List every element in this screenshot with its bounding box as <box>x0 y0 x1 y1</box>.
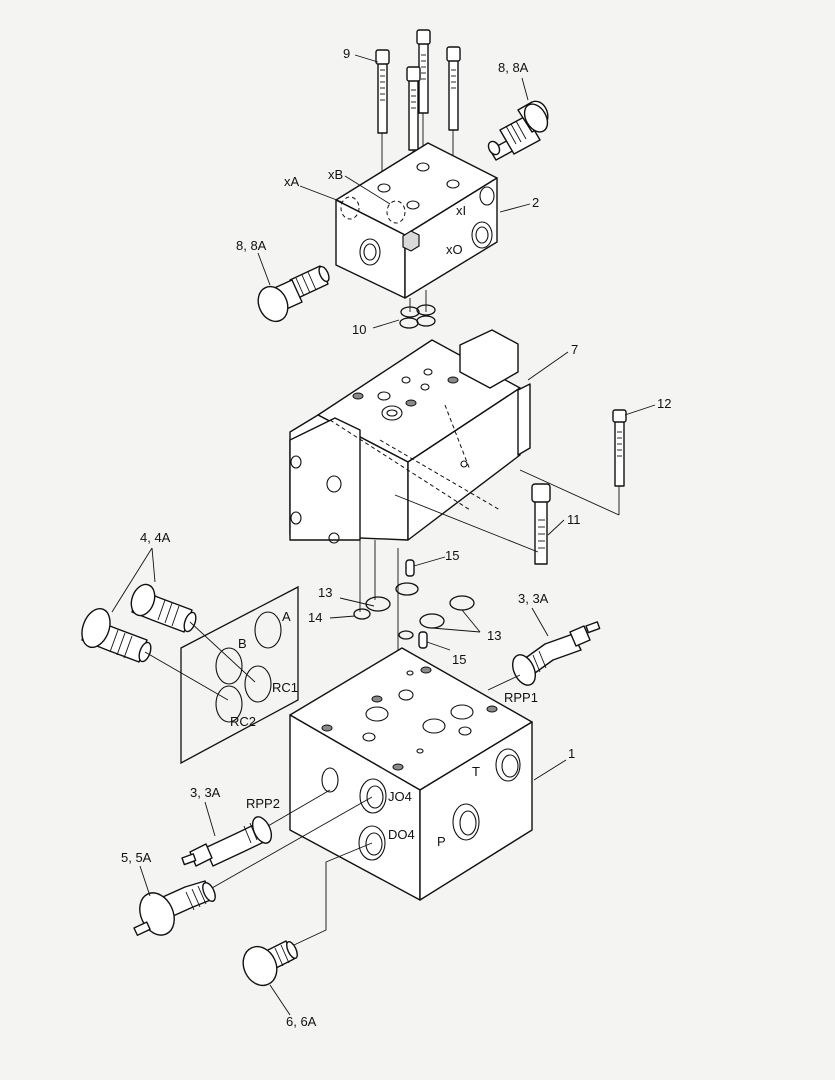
directional-valve-7 <box>289 329 531 544</box>
port-DO4: DO4 <box>388 827 415 842</box>
cartridge-3-right <box>487 621 601 691</box>
cartridge-4b <box>81 607 152 663</box>
callout-item-9: 9 <box>343 46 350 61</box>
port-RPP1: RPP1 <box>504 690 538 705</box>
callout-item-12: 12 <box>657 396 671 411</box>
callout-item-10: 10 <box>352 322 366 337</box>
manifold-block-1 <box>289 647 533 901</box>
port-labels: xA xB xI xO A B RC1 RC2 RPP1 RPP2 JO4 DO… <box>230 167 538 849</box>
bolt-9a <box>375 49 390 134</box>
port-xA: xA <box>284 174 300 189</box>
cartridge-8-top <box>487 100 549 161</box>
port-RC1: RC1 <box>272 680 298 695</box>
callout-item-14: 14 <box>308 610 322 625</box>
port-P: P <box>437 834 446 849</box>
plug-6 <box>242 842 373 987</box>
bolt-9c <box>406 66 421 151</box>
callout-item-6: 6, 6A <box>286 1014 317 1029</box>
port-B: B <box>238 636 247 651</box>
orings-10 <box>399 290 436 329</box>
port-RC2: RC2 <box>230 714 256 729</box>
callout-item-7: 7 <box>571 342 578 357</box>
callout-item-13b: 13 <box>487 628 501 643</box>
callout-item-4: 4, 4A <box>140 530 171 545</box>
bolt-11 <box>394 483 551 565</box>
cartridge-4-leaders <box>111 547 256 701</box>
callout-item-5: 5, 5A <box>121 850 152 865</box>
port-JO4: JO4 <box>388 789 412 804</box>
callout-item-15b: 15 <box>452 652 466 667</box>
bolt-12 <box>519 409 627 516</box>
cartridge-4a <box>130 583 197 633</box>
callout-item-15a: 15 <box>445 548 459 563</box>
callout-item-13a: 13 <box>318 585 332 600</box>
port-xB: xB <box>328 167 343 182</box>
callout-leaders <box>139 54 656 1016</box>
port-plate <box>180 585 299 765</box>
seals <box>353 559 475 649</box>
pilot-block-2 <box>335 142 498 299</box>
callout-item-2: 2 <box>532 195 539 210</box>
port-RPP2: RPP2 <box>246 796 280 811</box>
callout-item-11: 11 <box>567 512 581 527</box>
callout-item-8-left: 8, 8A <box>236 238 267 253</box>
port-A: A <box>282 609 291 624</box>
callout-item-3-right: 3, 3A <box>518 591 549 606</box>
callout-labels: 9 8, 8A 2 8, 8A 10 7 12 11 4, 4A 15 13 3… <box>121 46 671 1029</box>
callout-item-8-top: 8, 8A <box>498 60 529 75</box>
port-xI: xI <box>456 203 466 218</box>
cartridge-8-left <box>257 265 330 323</box>
cartridge-5 <box>133 796 373 936</box>
port-T: T <box>472 764 480 779</box>
cartridge-3-left <box>181 789 331 867</box>
callout-item-1: 1 <box>568 746 575 761</box>
bolt-9d <box>446 46 461 131</box>
port-xO: xO <box>446 242 463 257</box>
callout-item-3-left: 3, 3A <box>190 785 221 800</box>
